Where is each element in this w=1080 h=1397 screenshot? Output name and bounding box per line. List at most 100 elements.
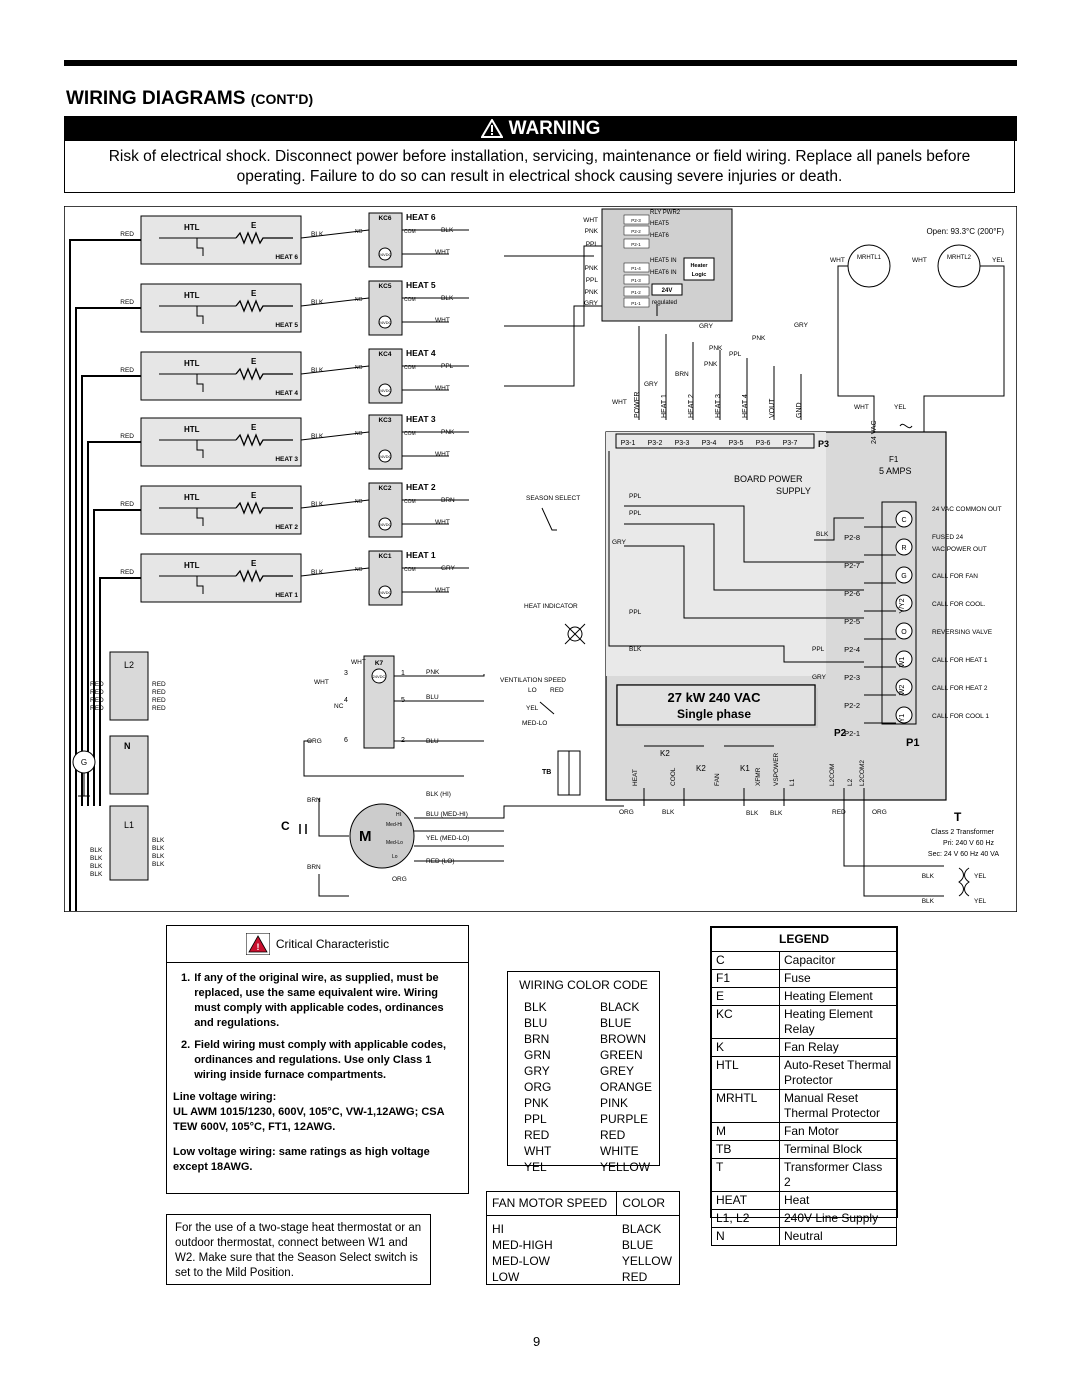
terminal-pin: P2-7 — [844, 561, 860, 570]
k7-pin-label: 4 — [344, 697, 348, 704]
transformer-coil-icon — [958, 867, 964, 897]
wire-label: BLK — [311, 231, 324, 238]
wire-label: YEL — [974, 898, 987, 905]
wire-label: PNK — [585, 228, 599, 235]
wire-label: YEL — [974, 873, 987, 880]
season-select-label: SEASON SELECT — [526, 495, 580, 502]
top-rule — [64, 60, 1017, 66]
wire-label: BLK (HI) — [426, 791, 451, 798]
wire-label: YEL — [992, 257, 1005, 264]
vac-label: 24 VAC — [871, 420, 878, 444]
logic-pin-box — [623, 262, 650, 273]
wire-label: GRY — [644, 381, 659, 388]
wire-label: PNK — [426, 669, 440, 676]
wire-label: ORG — [392, 876, 407, 883]
thermal-protector-icon — [196, 576, 204, 594]
terminal-function: VAC POWER OUT — [932, 546, 987, 553]
wire-label: RED — [90, 689, 104, 696]
mrhtl1-icon — [847, 244, 891, 288]
htl-label: HTL — [184, 223, 200, 232]
relay-coil-icon — [378, 449, 392, 463]
board-terminal-label: L1 — [789, 778, 796, 786]
terminal-pin: P2-6 — [844, 589, 860, 598]
mrhtl2-label: MRHTL2 — [947, 255, 972, 261]
amps-label: 5 AMPS — [879, 466, 912, 476]
terminal-screw — [895, 538, 913, 556]
wire-label: BLK — [770, 810, 783, 817]
note-2: 2.Field wiring must comply with applicab… — [181, 1039, 447, 1081]
l2-block — [109, 651, 149, 721]
relay-label: KC4 — [378, 351, 391, 358]
relay-coil-icon — [378, 315, 392, 329]
p3-pin-label: P3-1 — [621, 440, 636, 447]
relay-no-label: NO — [355, 365, 363, 371]
terminal-pin: P2-2 — [844, 701, 860, 710]
bus-wire — [93, 509, 141, 806]
board-wire — [843, 788, 944, 867]
wire-label: RED — [120, 569, 134, 576]
wire-label: GRY — [812, 674, 827, 681]
terminal-function: 24 VAC COMMON OUT — [932, 506, 1002, 513]
relay-coil-icon — [378, 247, 392, 261]
wire-label: BLK — [311, 299, 324, 306]
p3-signal-label: HEAT 1 — [661, 394, 668, 418]
p3-pin-label: P3-3 — [675, 440, 690, 447]
wire-label: BLK — [90, 863, 103, 870]
wire-label: GRY — [584, 300, 599, 307]
p3-signal-label: HEAT 4 — [742, 394, 749, 418]
bus-wire — [99, 577, 141, 806]
board-wire — [504, 245, 602, 327]
wire-label: WHT — [435, 587, 450, 594]
motor-wire — [394, 674, 485, 677]
terminal-id: W2 — [899, 685, 906, 696]
p3-connector — [615, 433, 815, 449]
relay-com-label: COM — [404, 499, 416, 505]
stage-heat-label: HEAT 1 — [275, 592, 298, 599]
wire-label: RED — [152, 697, 166, 704]
mrhtl1-label: MRHTL1 — [857, 255, 882, 261]
relay-label: KC2 — [378, 485, 391, 492]
logic-pin-label: P1-2 — [631, 290, 641, 295]
board-wire — [624, 545, 864, 619]
thermal-protector-icon — [196, 238, 204, 256]
logic-pin-label: P1-4 — [631, 266, 641, 271]
wire-label: YEL — [894, 404, 907, 411]
heating-element-icon — [235, 231, 293, 245]
terminal-id: Y/Y2 — [899, 598, 906, 613]
warning-text: Risk of electrical shock. Disconnect pow… — [64, 141, 1015, 193]
terminal-function: CALL FOR HEAT 2 — [932, 685, 988, 692]
board-terminal-label: COOL — [670, 767, 677, 786]
relay-box — [368, 482, 403, 538]
wire-label: RED — [152, 689, 166, 696]
wire-label: RED — [120, 501, 134, 508]
p3-signal-label: VOUT — [769, 398, 776, 418]
motor-tap-label: Med-Lo — [386, 840, 403, 846]
motor-wire — [318, 798, 349, 837]
terminal-id: G — [901, 573, 906, 580]
board-terminal-label: VSPOWER — [773, 752, 780, 786]
heating-element-icon — [235, 367, 293, 381]
relay-coil-label: 24VDC — [379, 252, 392, 257]
relay-coil-icon — [378, 517, 392, 531]
regulator-label: 24V — [662, 288, 673, 294]
board-terminal-label: L2COM2 — [859, 760, 866, 786]
relay-wire — [300, 229, 370, 239]
heater-stage-box — [140, 485, 302, 535]
line-voltage-text: UL AWM 1015/1230, 600V, 105°C, VW-1,12AW… — [173, 1106, 445, 1133]
thermal-protector-icon — [196, 306, 204, 324]
heating-element-icon — [235, 501, 293, 515]
